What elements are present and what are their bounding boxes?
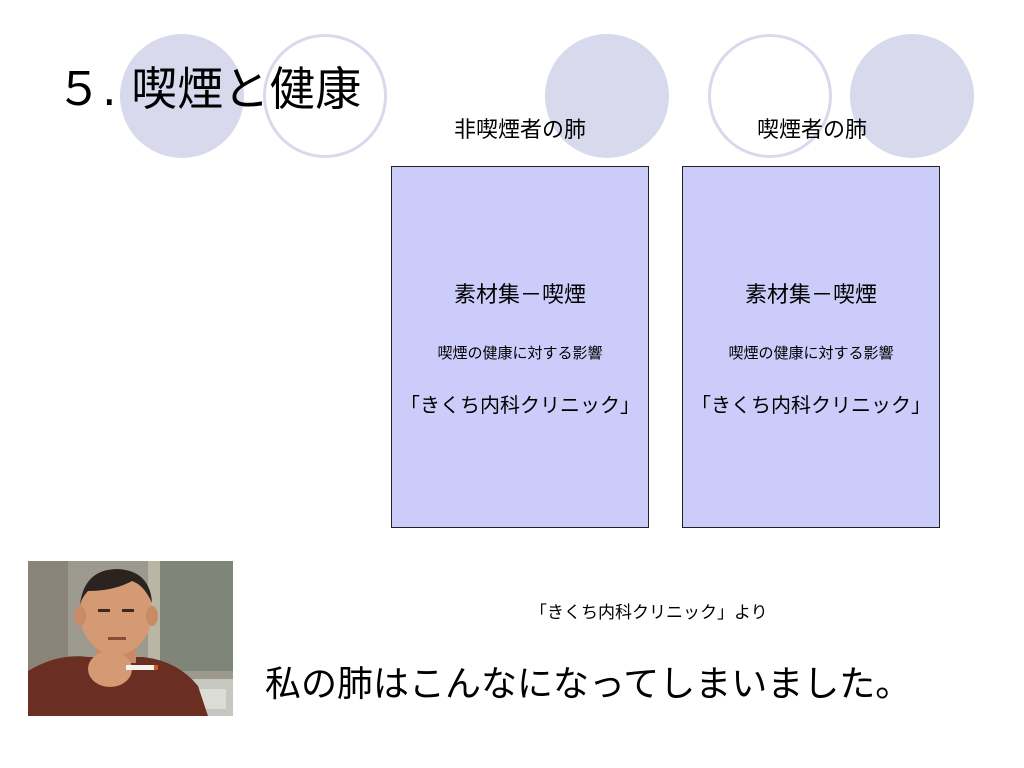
- smoker-photo-illustration: [28, 561, 233, 716]
- smoker-photo: [28, 561, 233, 716]
- caption-text: 私の肺はこんなになってしまいました。: [265, 664, 912, 705]
- label-nonsmoker-lung: 非喫煙者の肺: [453, 118, 586, 143]
- placeholder-title: 素材集－喫煙: [453, 283, 586, 308]
- placeholder-source: 「きくち内科クリニック」: [691, 393, 931, 417]
- decor-circle-filled-3: [850, 34, 974, 158]
- decor-circle-filled-1: [120, 34, 244, 158]
- placeholder-source: 「きくち内科クリニック」: [400, 393, 640, 417]
- image-placeholder-nonsmoker: 素材集－喫煙 喫煙の健康に対する影響 「きくち内科クリニック」: [391, 166, 649, 528]
- placeholder-subtitle: 喫煙の健康に対する影響: [437, 344, 603, 362]
- attribution-text: 「きくち内科クリニック」より: [530, 603, 768, 623]
- placeholder-title: 素材集－喫煙: [744, 283, 877, 308]
- decor-circle-filled-2: [545, 34, 669, 158]
- slide-title: ５. 喫煙と健康: [56, 62, 362, 116]
- placeholder-subtitle: 喫煙の健康に対する影響: [728, 344, 894, 362]
- image-placeholder-smoker: 素材集－喫煙 喫煙の健康に対する影響 「きくち内科クリニック」: [682, 166, 940, 528]
- decor-circle-outline-1: [263, 34, 387, 158]
- decor-circle-outline-2: [708, 34, 832, 158]
- label-smoker-lung: 喫煙者の肺: [756, 118, 867, 143]
